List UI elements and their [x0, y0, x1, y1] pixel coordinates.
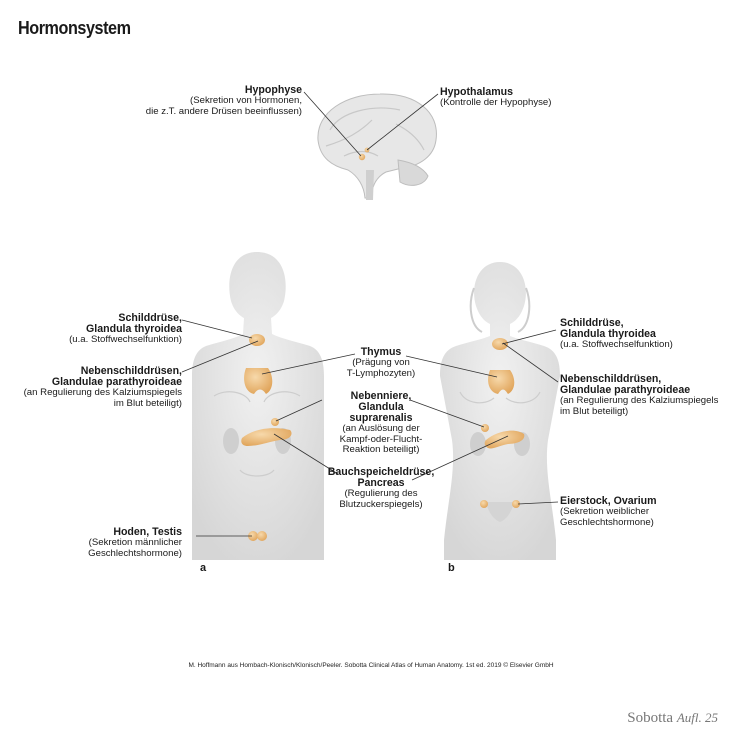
panel-label-a: a — [200, 562, 207, 574]
label-nebenniere: Nebenniere, Glandula suprarenalis (an Au… — [339, 390, 423, 455]
brand-name: Sobotta — [627, 710, 674, 726]
label-nebenschilddruesen-a: Nebenschilddrüsen, Glandulae parathyroid… — [23, 365, 182, 409]
label-schilddruese-a: Schilddrüse, Glandula thyroidea (u.a. St… — [69, 312, 182, 345]
brain-illustration — [317, 93, 437, 200]
female-body-illustration — [440, 262, 560, 560]
label-schilddruese-b: Schilddrüse, Glandula thyroidea (u.a. St… — [560, 317, 673, 350]
panel-label-b: b — [448, 562, 455, 574]
brand-mark: Sobotta Aufl. 25 — [627, 710, 718, 727]
page-title: Hormonsystem — [18, 18, 131, 38]
leader-lines — [181, 91, 559, 537]
label-nebenschilddruesen-b: Nebenschilddrüsen, Glandulae parathyroid… — [560, 373, 719, 417]
male-body-illustration — [192, 252, 324, 560]
label-hoden: Hoden, Testis (Sekretion männlicher Gesc… — [88, 526, 182, 559]
label-hypophyse: Hypophyse (Sekretion von Hormonen, die z… — [145, 84, 302, 117]
image-credit: M. Hoffmann aus Hombach-Klonisch/Klonisc… — [188, 662, 554, 669]
label-hypothalamus: Hypothalamus (Kontrolle der Hypophyse) — [440, 86, 552, 108]
label-ovarium: Eierstock, Ovarium (Sekretion weiblicher… — [560, 495, 657, 528]
label-pancreas: Bauchspeicheldrüse, Pancreas (Regulierun… — [327, 466, 435, 510]
brand-edition: Aufl. 25 — [676, 710, 718, 725]
label-thymus: Thymus (Prägung von T-Lymphozyten) — [346, 346, 416, 379]
